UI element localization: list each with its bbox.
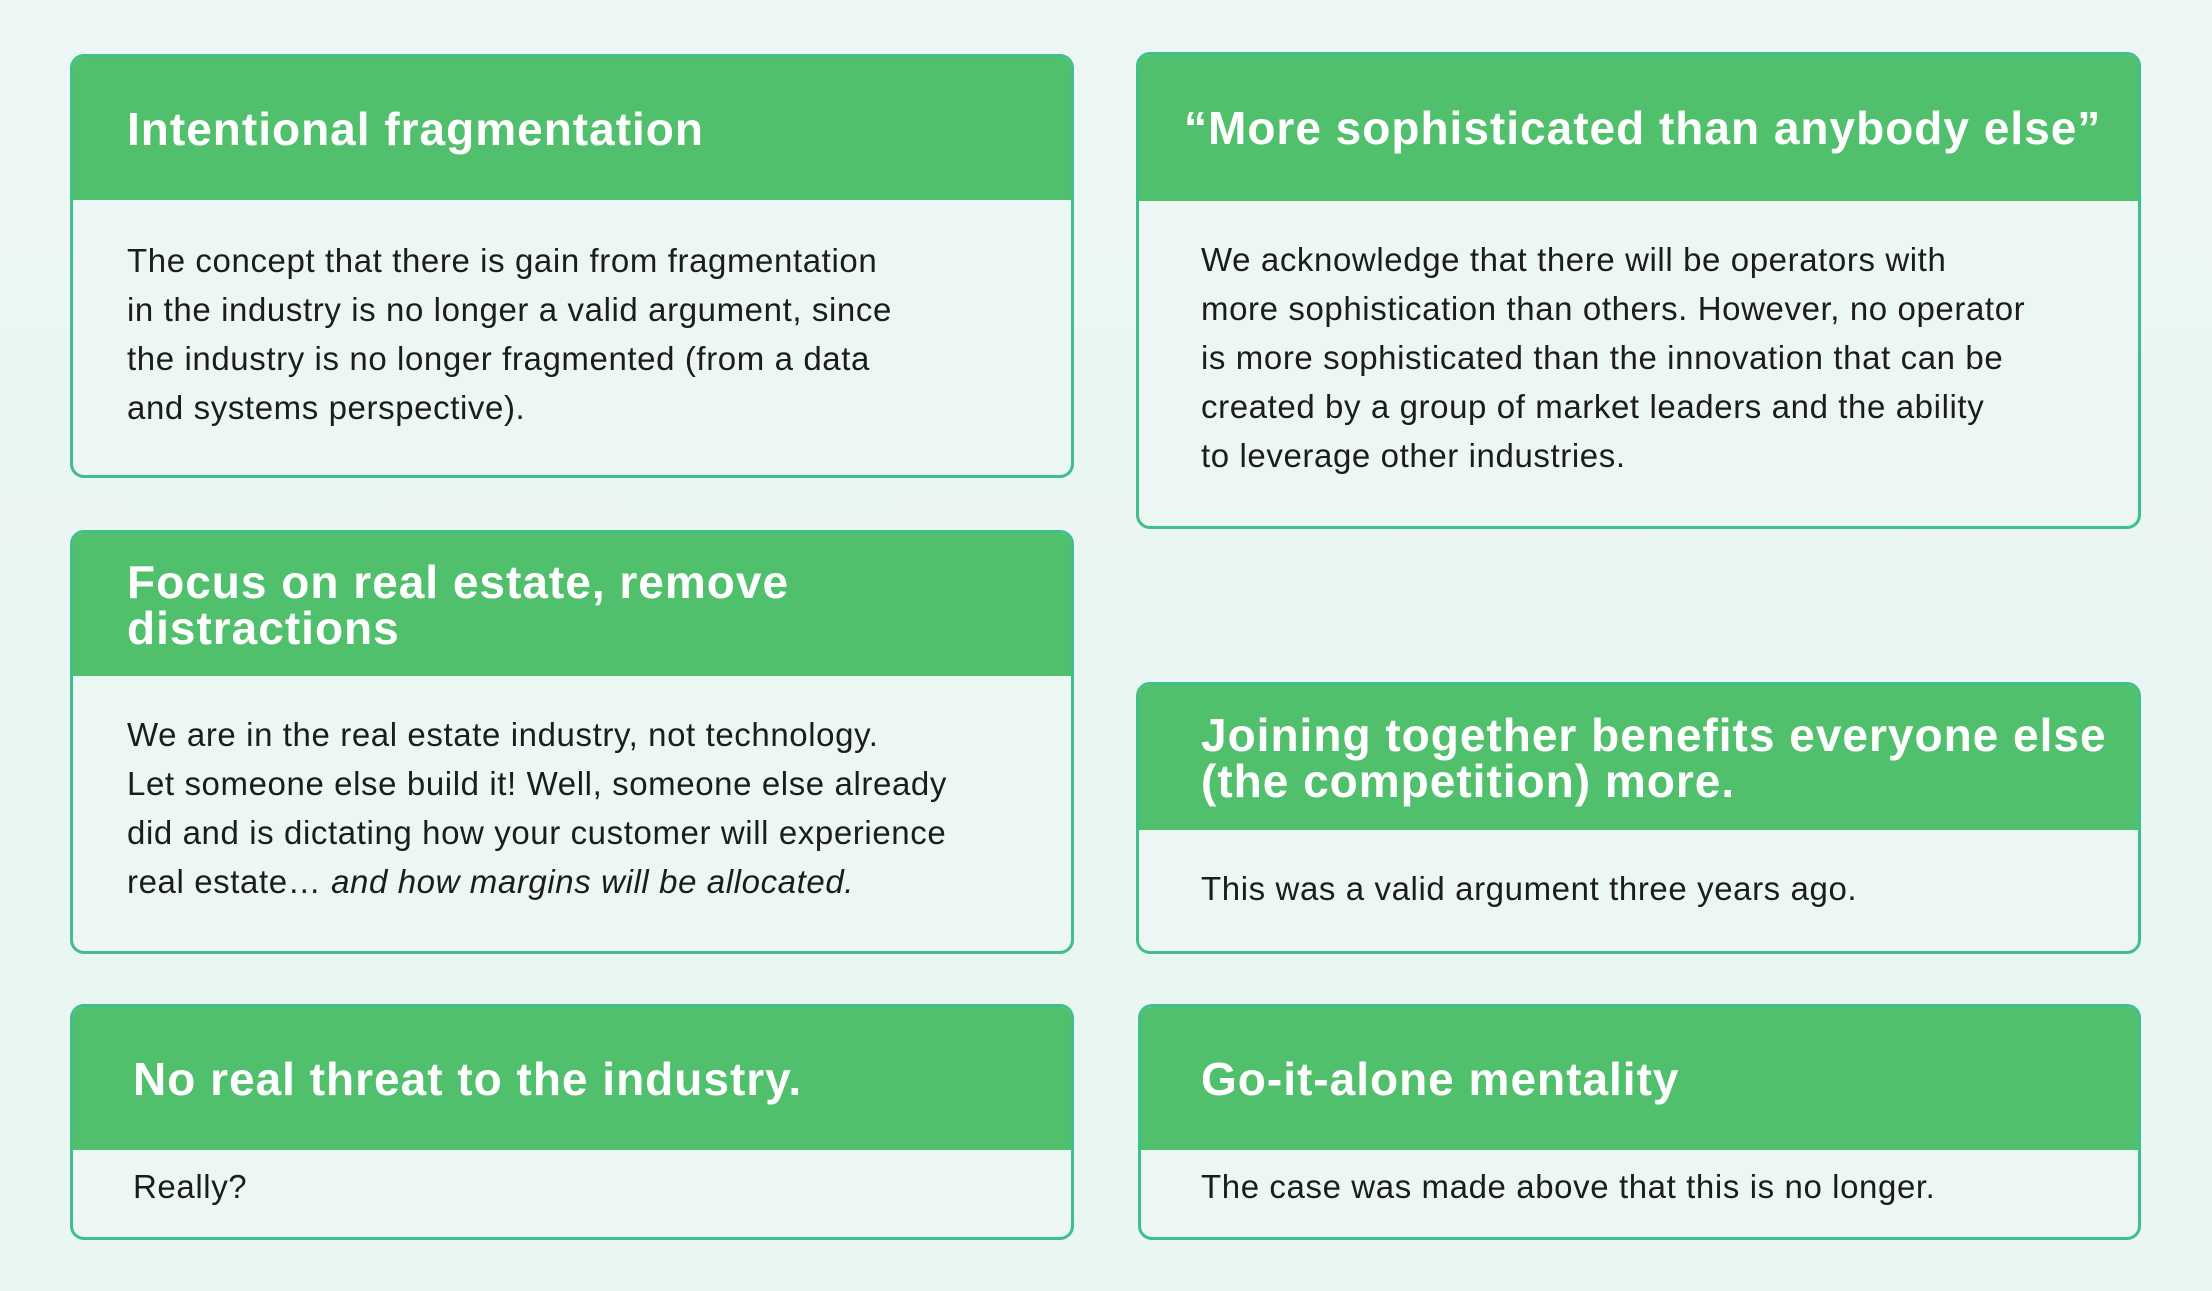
card-body: We acknowledge that there will be operat… <box>1139 201 2138 480</box>
card-body-line: We acknowledge that there will be operat… <box>1201 241 1947 278</box>
card-body-line: did and is dictating how your customer w… <box>127 814 947 851</box>
card-body: Really? <box>73 1150 1071 1211</box>
card-title: Intentional fragmentation <box>73 57 1071 200</box>
card-body-line: the industry is no longer fragmented (fr… <box>127 340 870 377</box>
card-body: This was a valid argument three years ag… <box>1139 830 2138 913</box>
card-body-line: in the industry is no longer a valid arg… <box>127 291 892 328</box>
card-body-line: This was a valid argument three years ag… <box>1201 870 1858 907</box>
card-title: Joining together benefits everyone else … <box>1139 685 2138 830</box>
card-body-line: to leverage other industries. <box>1201 437 1626 474</box>
card-title: Focus on real estate, remove distraction… <box>73 533 1071 676</box>
card-body-line: created by a group of market leaders and… <box>1201 388 1985 425</box>
card-body: The case was made above that this is no … <box>1141 1150 2138 1211</box>
card-body-italic-text: and how margins will be allocated. <box>331 863 855 900</box>
card-body-line: is more sophisticated than the innovatio… <box>1201 339 2004 376</box>
card-no-real-threat: No real threat to the industry. Really? <box>70 1004 1074 1240</box>
card-title: Go-it-alone mentality <box>1141 1007 2138 1150</box>
card-intentional-fragmentation: Intentional fragmentation The concept th… <box>70 54 1074 478</box>
card-body-line: The concept that there is gain from frag… <box>127 242 878 279</box>
card-body-line: and systems perspective). <box>127 389 526 426</box>
card-body-line: The case was made above that this is no … <box>1201 1168 1936 1205</box>
card-more-sophisticated: “More sophisticated than anybody else” W… <box>1136 52 2141 529</box>
card-body-line: more sophistication than others. However… <box>1201 290 2026 327</box>
card-go-it-alone: Go-it-alone mentality The case was made … <box>1138 1004 2141 1240</box>
card-focus-on-real-estate: Focus on real estate, remove distraction… <box>70 530 1074 954</box>
card-body-line-last: real estate… and how margins will be all… <box>127 857 1041 906</box>
card-title-line: (the competition) more. <box>1201 754 1736 807</box>
card-body-line: Really? <box>133 1168 248 1205</box>
card-joining-together: Joining together benefits everyone else … <box>1136 682 2141 954</box>
card-title-line: Joining together benefits everyone else <box>1201 708 2107 761</box>
card-body: We are in the real estate industry, not … <box>73 676 1071 906</box>
card-body: The concept that there is gain from frag… <box>73 200 1071 432</box>
card-title: “More sophisticated than anybody else” <box>1139 55 2138 201</box>
card-body-text: real estate… <box>127 863 332 900</box>
card-body-line: Let someone else build it! Well, someone… <box>127 765 947 802</box>
card-title: No real threat to the industry. <box>73 1007 1071 1150</box>
card-body-line: We are in the real estate industry, not … <box>127 716 879 753</box>
